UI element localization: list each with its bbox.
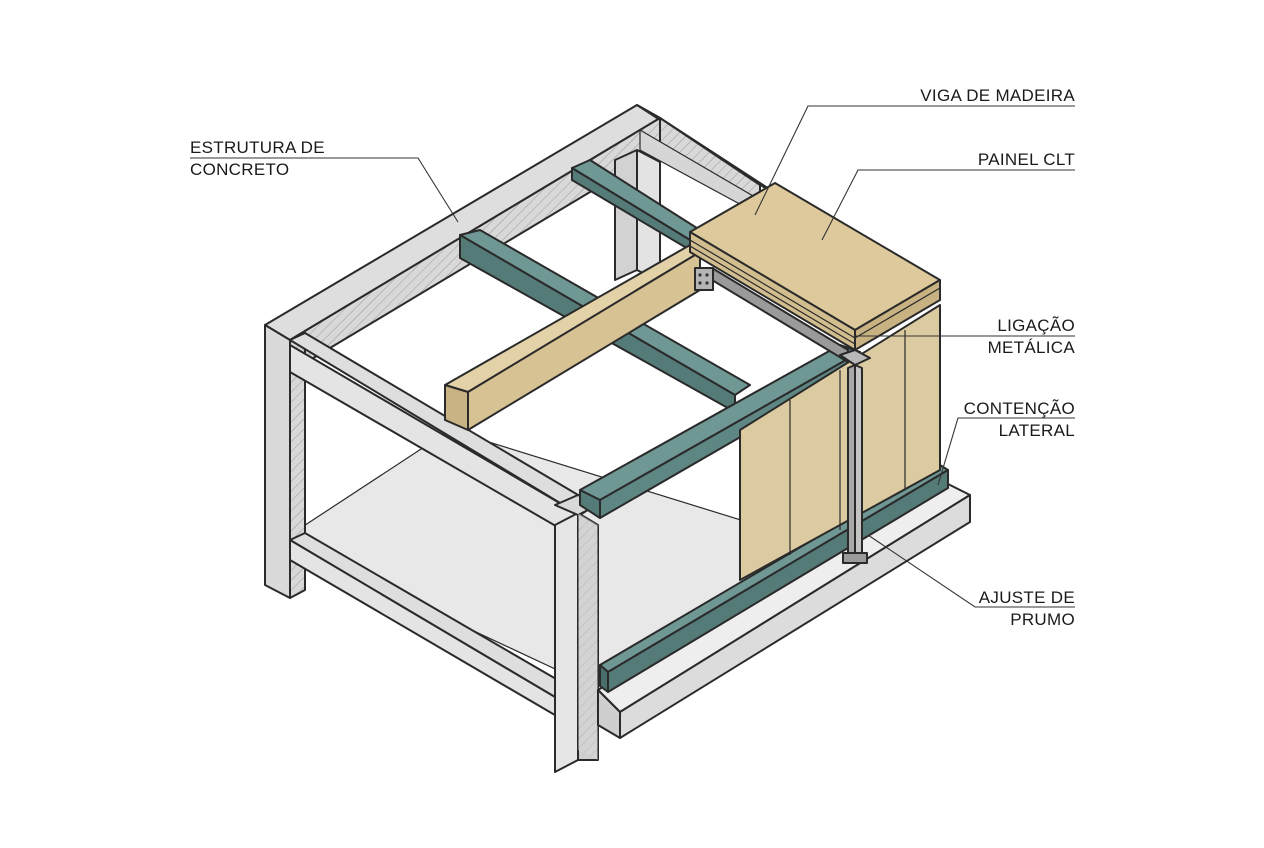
label-contencao-lateral: CONTENÇÃO LATERAL [964,398,1075,442]
label-viga-line1: VIGA DE MADEIRA [920,86,1075,105]
label-ajuste-prumo: AJUSTE DE PRUMO [979,587,1075,631]
steel-connection [694,267,871,564]
label-ligacao-line2: METÁLICA [987,338,1075,357]
label-ajuste-line2: PRUMO [1010,610,1075,629]
label-painel-clt: PAINEL CLT [978,149,1075,171]
label-contencao-line1: CONTENÇÃO [963,399,1075,418]
label-estrutura-line1: ESTRUTURA DE [190,138,325,157]
label-contencao-line2: LATERAL [998,421,1075,440]
label-painel-line1: PAINEL CLT [977,150,1075,169]
label-ajuste-line1: AJUSTE DE [978,588,1075,607]
label-estrutura-line2: CONCRETO [190,160,290,179]
clt-floor-panel [689,182,941,351]
label-viga-madeira: VIGA DE MADEIRA [920,85,1075,107]
label-ligacao-metalica: LIGAÇÃO METÁLICA [988,315,1075,359]
leader-lines [190,105,1075,608]
label-estrutura-concreto: ESTRUTURA DE CONCRETO [190,137,325,181]
clt-wall [739,304,941,581]
label-ligacao-line1: LIGAÇÃO [997,316,1075,335]
